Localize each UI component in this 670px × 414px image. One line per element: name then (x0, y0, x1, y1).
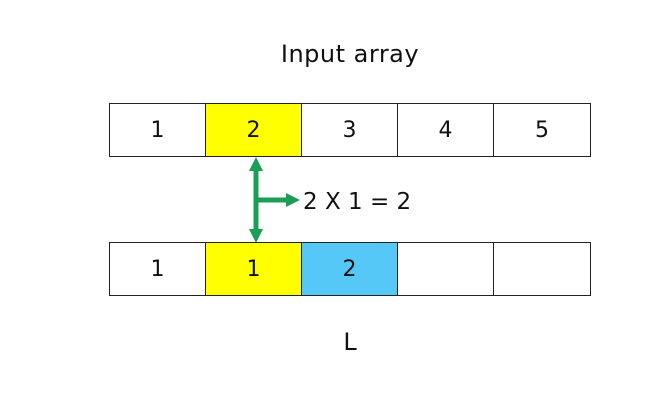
output-cell-1: 1 (206, 243, 302, 295)
input-array-title: Input array (280, 40, 420, 68)
input-cell-0: 1 (110, 104, 206, 156)
output-array-label: L (343, 328, 357, 356)
input-cell-4: 5 (494, 104, 591, 156)
input-cell-3: 4 (398, 104, 494, 156)
input-cell-2: 3 (302, 104, 398, 156)
operation-equation: 2 X 1 = 2 (303, 189, 412, 215)
input-array: 1 2 3 4 5 (109, 103, 591, 157)
output-cell-4 (494, 243, 591, 295)
output-array: 1 1 2 (109, 242, 591, 296)
right-arrow-icon (256, 193, 300, 207)
output-cell-2: 2 (302, 243, 398, 295)
output-cell-0: 1 (110, 243, 206, 295)
input-cell-1: 2 (206, 104, 302, 156)
output-cell-3 (398, 243, 494, 295)
